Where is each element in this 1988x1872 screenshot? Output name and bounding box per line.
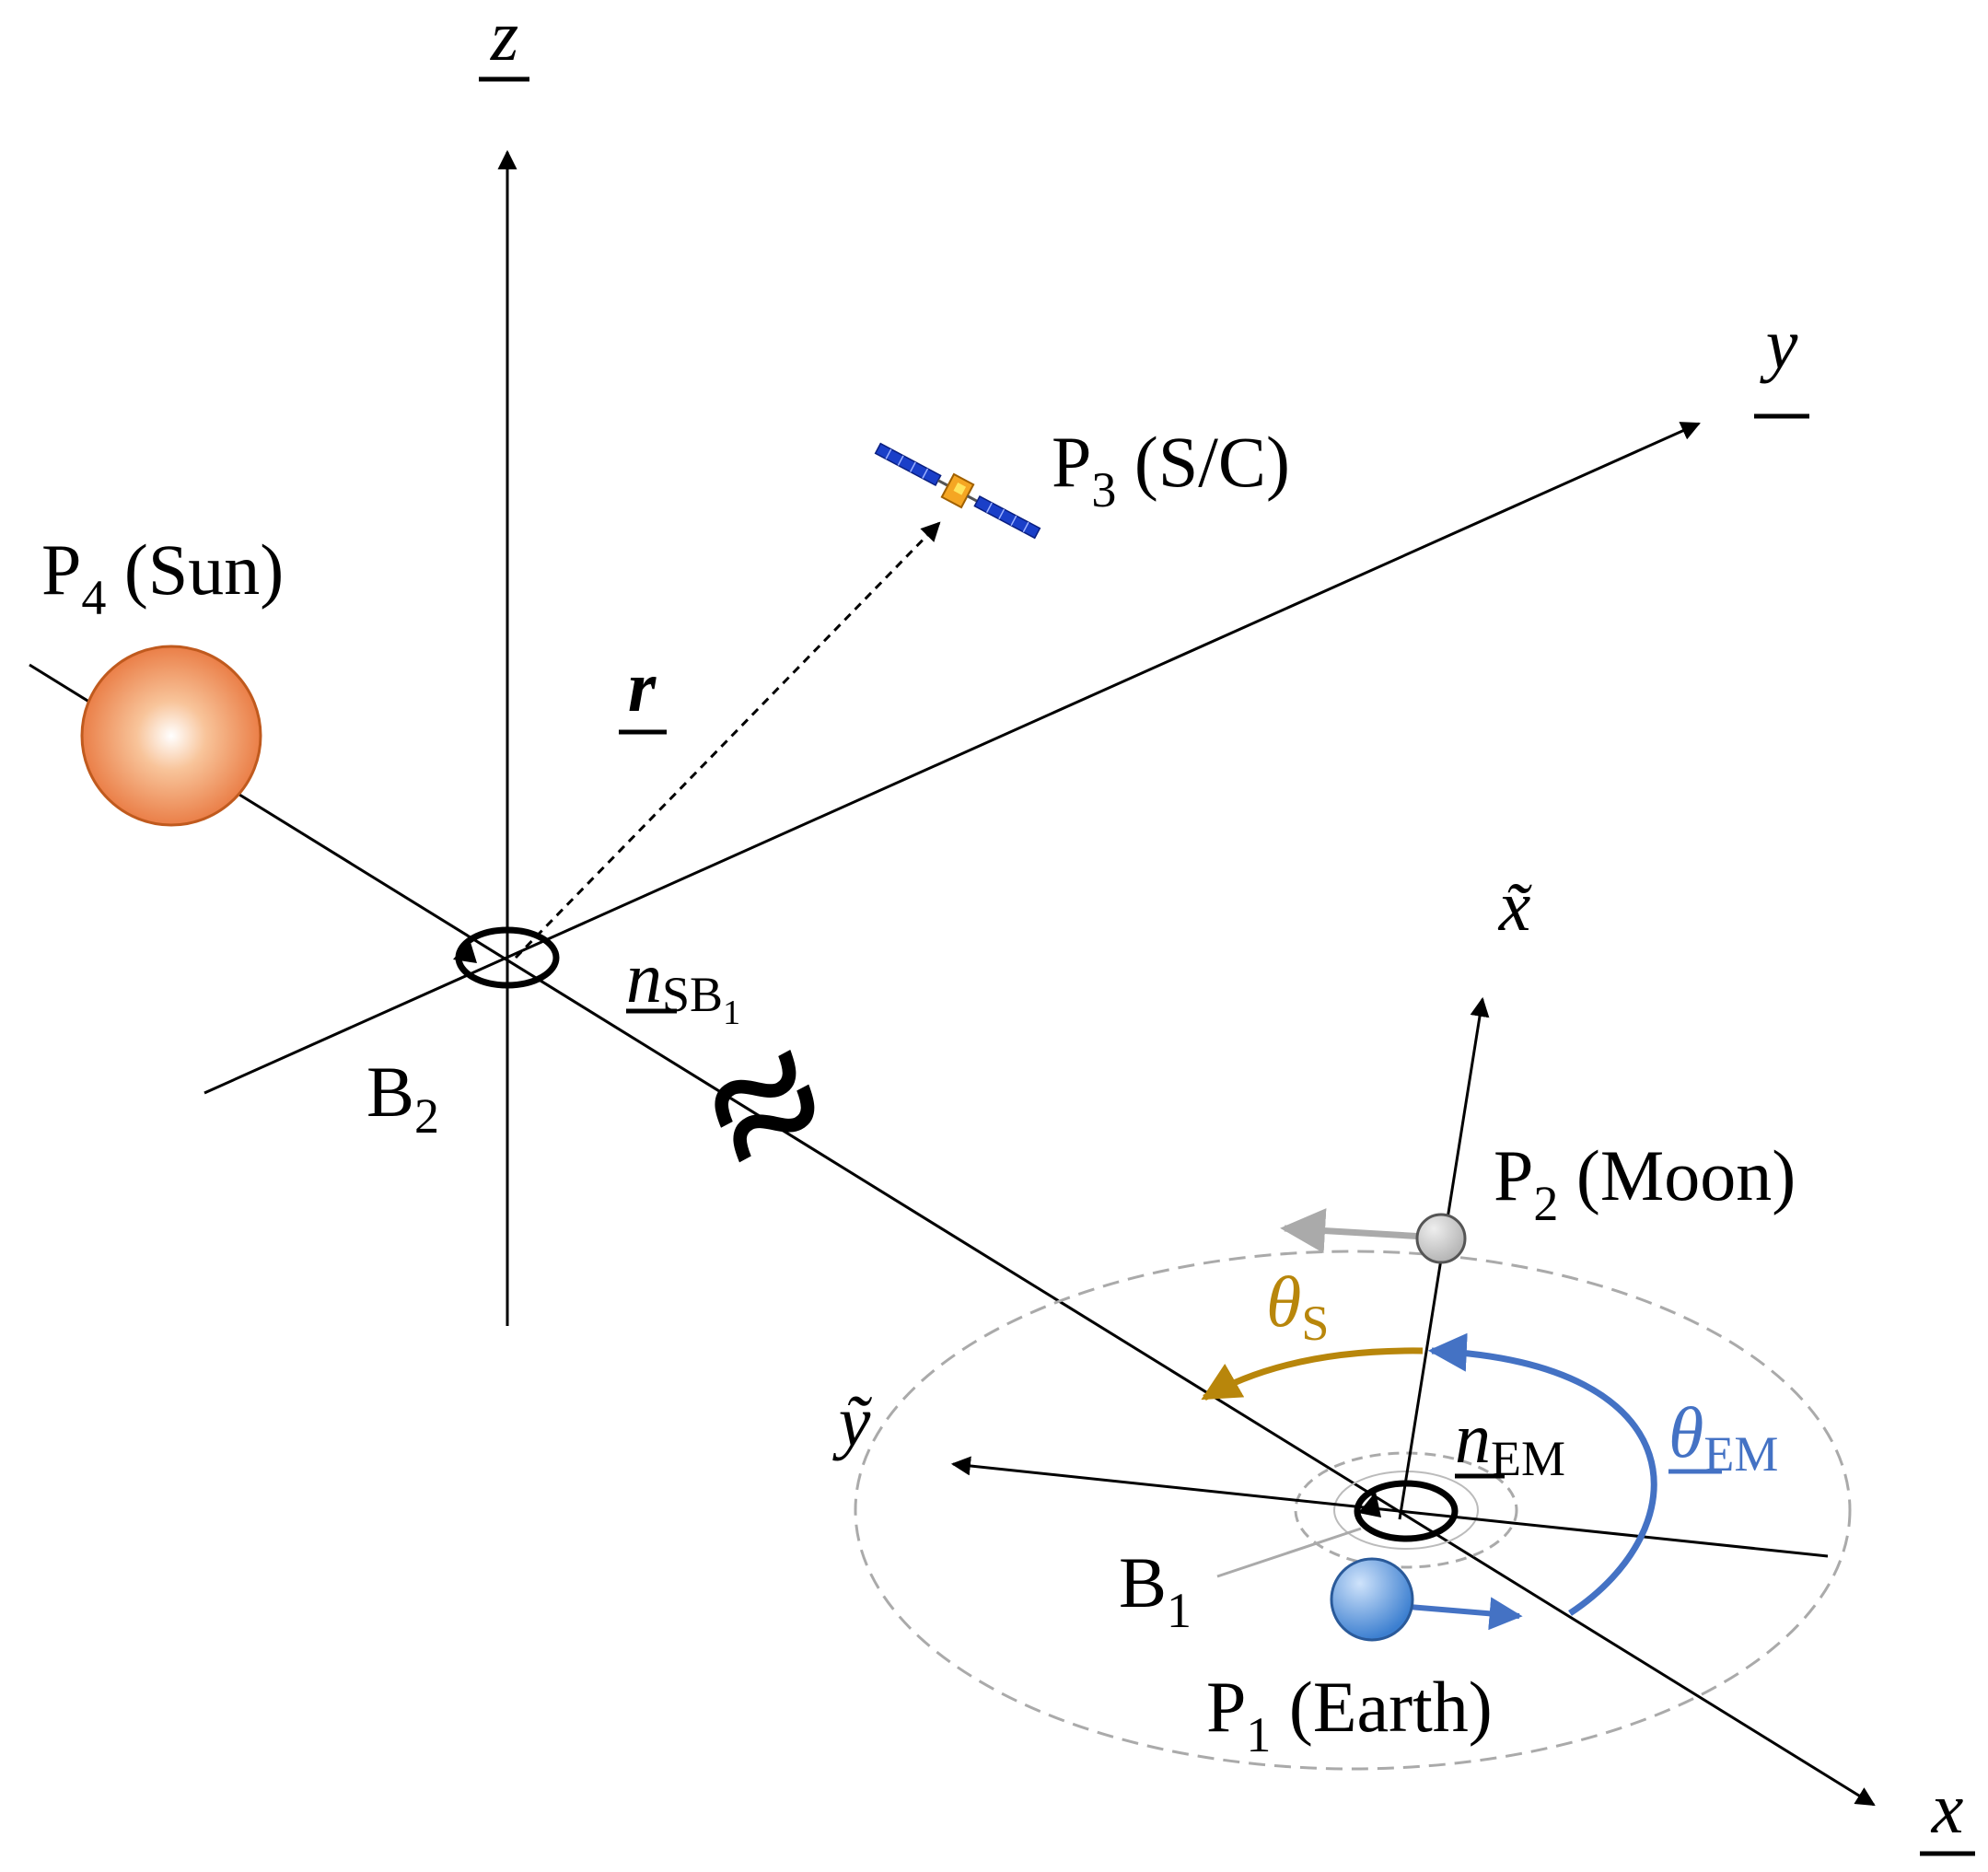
z-axis-label: z [490,0,518,76]
b1-pointer-line [1216,1527,1362,1578]
y-tilde-label: ỹ [832,1381,873,1461]
earth-orbit [1294,1451,1518,1569]
theta-s-label: θS [1266,1262,1329,1351]
rotation-arrowhead-b2 [453,939,477,963]
moon-label: P2 (Moon) [1494,1135,1796,1231]
vector-r-label: r [628,646,657,727]
n-sb1-label: nSB1 [626,937,740,1032]
x-tilde-label: x̃ [1498,866,1532,946]
earth-label: P1 (Earth) [1206,1667,1493,1762]
x-axis [29,663,1876,1807]
rotation-symbol-b1 [1354,1480,1459,1542]
sun-label: P4 (Sun) [41,529,284,625]
spacecraft-icon [874,442,1041,540]
axis-break-symbol: ≈ [668,987,863,1226]
y-axis-label: y [1760,304,1798,384]
y-axis [203,422,1701,1095]
moon-orbit [854,1250,1852,1771]
rotation-arrowhead-b1 [1358,1492,1381,1517]
b1-label: B1 [1119,1542,1192,1638]
position-vector-r [514,521,941,959]
y-tilde-axis [950,1456,1829,1558]
earth-velocity-arrow [1408,1597,1523,1631]
theta-s-arc [1201,1347,1424,1401]
earth-body [1330,1557,1414,1642]
moon-velocity-arrow [1280,1208,1442,1254]
theta-em-arc [1427,1332,1657,1616]
x-axis-label: x [1931,1768,1964,1848]
n-em-label: nEM [1455,1398,1565,1486]
theta-em-label: θEM [1668,1392,1778,1482]
b2-label: B2 [366,1052,439,1144]
sun-body [80,645,262,827]
moon-body [1415,1213,1467,1264]
spacecraft-label: P3 (S/C) [1052,422,1290,517]
